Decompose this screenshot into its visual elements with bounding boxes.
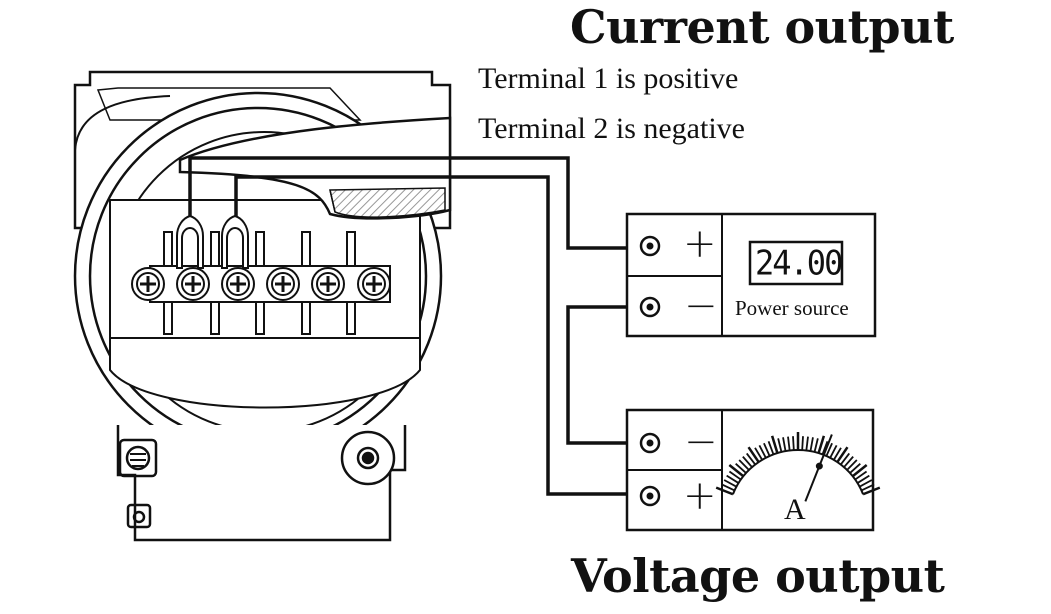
gauge-tick — [763, 442, 771, 457]
gauge-tick — [836, 446, 849, 463]
gauge-tick — [782, 437, 787, 452]
gauge-tick — [726, 474, 740, 484]
gauge-tick — [787, 436, 791, 451]
gauge-tick — [742, 456, 753, 468]
gauge-tick — [747, 446, 760, 463]
gauge-tick — [754, 447, 763, 461]
gauge-tick — [862, 486, 881, 496]
terminal-2-note: Terminal 2 is negative — [478, 112, 745, 145]
gauge-tick — [829, 444, 838, 459]
gauge-tick — [856, 474, 870, 484]
gauge-tick — [735, 462, 747, 474]
gauge-tick — [792, 436, 795, 451]
gauge-tick — [854, 470, 868, 481]
gauge-tick — [851, 464, 868, 478]
cable-entry — [178, 116, 452, 220]
gauge-tick — [833, 447, 842, 461]
gauge-tick — [738, 459, 750, 471]
current-output-title: Current output — [570, 0, 954, 54]
terminal-screws — [131, 267, 391, 301]
gauge-tick — [846, 459, 858, 471]
power-positive-symbol: + — [683, 221, 717, 267]
ammeter-gauge — [715, 432, 881, 502]
gauge-arc — [731, 449, 865, 495]
gauge-tick — [770, 435, 779, 454]
gauge-tick — [805, 436, 809, 451]
terminal-block — [110, 214, 420, 339]
gauge-tick — [801, 436, 804, 451]
gauge-tick — [817, 435, 826, 454]
gauge-tick — [840, 452, 850, 466]
ammeter-unit-label: A — [784, 493, 806, 526]
gauge-tick — [728, 470, 742, 481]
wires — [188, 156, 640, 496]
gauge-tick — [777, 438, 783, 453]
gauge-tick — [723, 479, 737, 488]
voltage-output-title: Voltage output — [571, 549, 945, 603]
ammeter-positive-symbol: + — [683, 473, 717, 519]
power-display-value: 24.00 — [755, 243, 843, 283]
power-negative-symbol: − — [684, 283, 718, 329]
gauge-tick — [821, 441, 829, 455]
gauge-needle-hub — [815, 462, 823, 470]
gauge-tick — [767, 441, 775, 455]
gauge-tick — [746, 452, 756, 466]
gauge-tick — [809, 437, 814, 452]
gauge-tick — [715, 486, 734, 496]
power-source-label: Power source — [735, 296, 849, 320]
gauge-tick — [861, 483, 875, 492]
terminal-1-note: Terminal 1 is positive — [478, 62, 739, 95]
gauge-tick — [758, 444, 767, 459]
ammeter-negative-symbol: − — [684, 419, 718, 465]
gauge-tick — [849, 462, 861, 474]
gauge-tick — [859, 479, 873, 488]
power-source-unit — [625, 212, 877, 338]
gauge-tick — [813, 438, 819, 453]
wire-lugs — [176, 214, 249, 269]
gauge-tick — [825, 442, 833, 457]
gauge-tick — [728, 464, 745, 478]
gauge-tick — [721, 483, 735, 492]
gauge-tick — [843, 456, 854, 468]
